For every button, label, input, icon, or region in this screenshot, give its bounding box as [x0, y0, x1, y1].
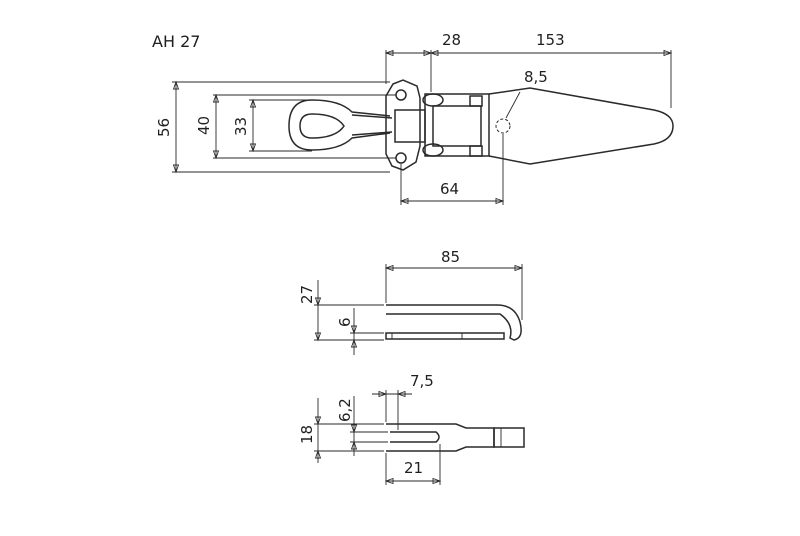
arrows	[212, 93, 220, 160]
arrows	[378, 390, 406, 398]
arrows	[399, 197, 505, 205]
pivot-top	[422, 93, 444, 107]
dim-33-label: 33	[232, 117, 250, 136]
arrows	[350, 325, 358, 348]
base-plate	[385, 79, 421, 171]
dim-56-label: 56	[155, 118, 173, 137]
dim-27-label: 27	[298, 285, 316, 304]
mount-hole-bottom	[395, 152, 407, 164]
side-profile	[386, 304, 522, 341]
dim-6-label: 6	[336, 317, 354, 327]
arrows	[249, 98, 257, 153]
dim-6-2-label: 6,2	[336, 398, 354, 422]
arrows	[384, 49, 673, 57]
dim-8-5-label: 8,5	[524, 68, 548, 86]
arrows	[350, 424, 358, 450]
rivet-bottom	[469, 145, 483, 157]
top-view: 28 153 8,5 56 40 33 64	[155, 31, 674, 205]
arrows	[314, 297, 322, 342]
dim-7-5-label: 7,5	[410, 372, 434, 390]
drawing-title: AH 27	[152, 32, 200, 51]
dim-28-label: 28	[442, 31, 461, 49]
hook-loop-inner	[299, 113, 345, 139]
side-base	[385, 332, 505, 340]
arrows	[384, 264, 524, 272]
dim-18-label: 18	[298, 425, 316, 444]
side-view: 85 27 6	[298, 248, 524, 355]
arrows	[172, 80, 180, 174]
hook-rod-bottom	[351, 131, 393, 136]
strip-tab	[493, 427, 525, 448]
latch-inner	[432, 105, 482, 147]
latch-frame	[424, 93, 490, 157]
mount-hole-top	[395, 89, 407, 101]
leader-line	[505, 91, 521, 119]
arrows	[384, 477, 442, 485]
dim-85-label: 85	[441, 248, 460, 266]
strip-slot	[390, 431, 440, 443]
arrows	[314, 416, 322, 459]
lock-hole	[495, 118, 511, 134]
dim-64-label: 64	[440, 180, 459, 198]
bottom-view: 7,5 18 6,2 21	[298, 372, 525, 485]
dim-40-label: 40	[195, 116, 213, 135]
hook-rod-top	[351, 114, 393, 119]
rivet-top	[469, 95, 483, 107]
dim-21-label: 21	[404, 459, 423, 477]
pivot-bottom	[422, 143, 444, 157]
hook-loop	[288, 99, 391, 151]
dim-153-label: 153	[536, 31, 565, 49]
lever-arm	[488, 87, 674, 165]
